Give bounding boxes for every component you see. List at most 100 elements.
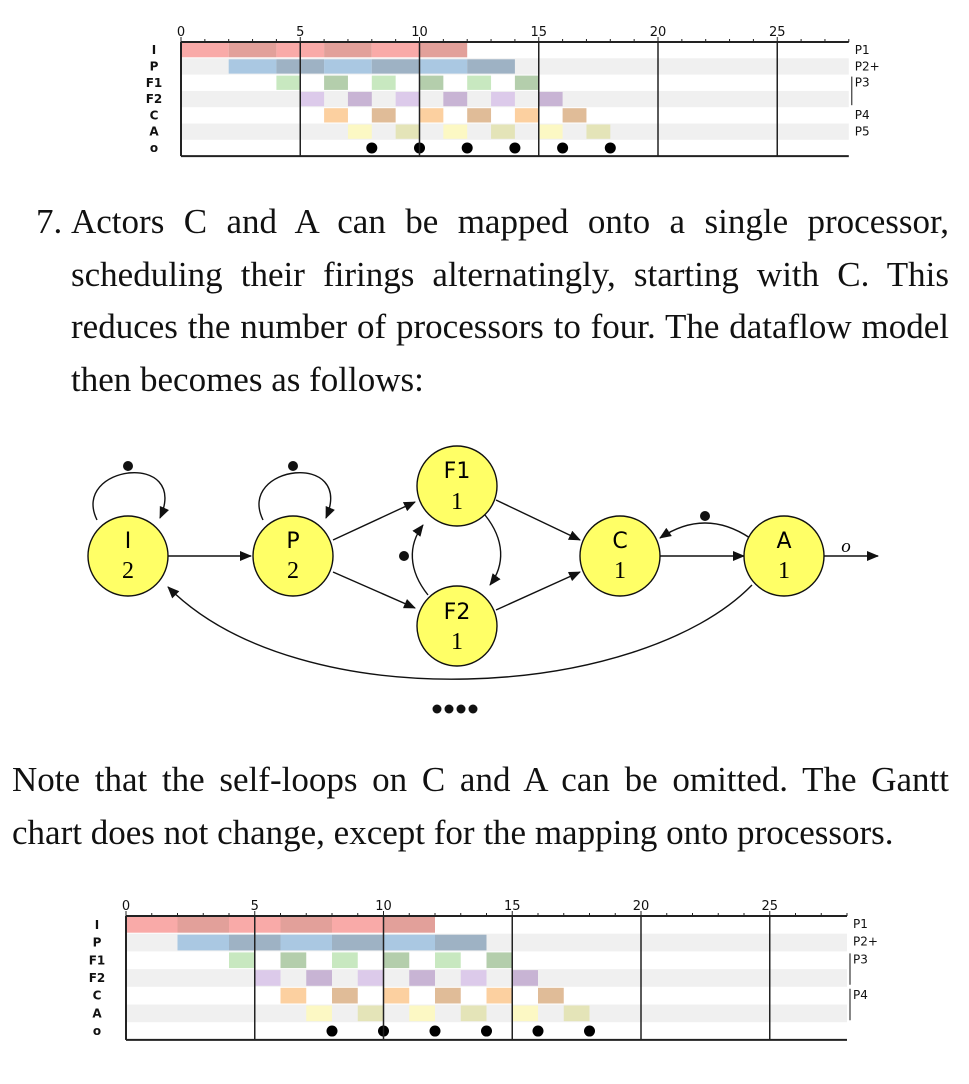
firing-bar-f2 xyxy=(443,91,468,107)
row-label-i: I xyxy=(152,43,156,57)
firing-bar-i xyxy=(332,917,384,933)
firing-bar-c xyxy=(383,987,410,1004)
token-A-I xyxy=(456,704,466,714)
step-number: 7. xyxy=(36,202,63,241)
edge-P-F2 xyxy=(332,571,416,609)
firing-bar-a xyxy=(586,124,611,139)
firing-bar-i xyxy=(324,43,372,58)
edge-F2-F1 xyxy=(411,524,429,596)
processor-label: P2+ xyxy=(853,935,878,949)
actor-node-C: C 1 xyxy=(579,515,661,597)
firing-bar-f1 xyxy=(280,952,307,969)
firing-bar-p xyxy=(371,59,420,74)
firing-bar-a xyxy=(409,1005,435,1022)
firing-bar-a xyxy=(347,124,372,139)
processor-label: P1 xyxy=(853,917,868,931)
axis-tick-label: 20 xyxy=(650,25,667,40)
row-label-p: P xyxy=(93,936,102,950)
firing-bar-i xyxy=(177,917,229,933)
firing-bar-a xyxy=(395,124,420,139)
firing-bar-i xyxy=(181,43,229,58)
output-label: o xyxy=(841,536,851,557)
firing-bar-i xyxy=(228,43,277,58)
step-7-line: scheduling their firings alternatingly, … xyxy=(71,254,949,294)
axis-tick-label: 0 xyxy=(122,899,130,914)
firing-bar-p xyxy=(177,934,229,951)
firing-bar-f2 xyxy=(357,970,384,986)
firing-bar-c xyxy=(371,108,396,123)
actor-name: A xyxy=(776,529,791,554)
actor-name: F2 xyxy=(444,600,471,625)
actor-exec-time: 1 xyxy=(451,629,463,655)
processor-label: P1 xyxy=(855,43,870,57)
firing-bar-f2 xyxy=(538,91,563,107)
processor-label: P3 xyxy=(853,952,868,966)
actor-exec-time: 2 xyxy=(122,558,134,584)
firing-bar-p xyxy=(383,934,435,951)
firing-bar-a xyxy=(491,124,515,139)
token-A-I xyxy=(468,704,478,714)
actor-name: I xyxy=(125,529,132,554)
token-I-self-loop xyxy=(123,461,133,471)
actor-node-F2: F2 1 xyxy=(416,585,498,667)
firing-bar-f1 xyxy=(276,75,301,90)
note-line: Note that the self-loops on C and A can … xyxy=(12,760,949,799)
actor-node-I: I 2 xyxy=(87,515,169,597)
firing-bar-c xyxy=(435,987,461,1004)
firing-bar-f1 xyxy=(514,75,539,90)
output-token-dot xyxy=(509,142,521,154)
firing-bar-f1 xyxy=(383,952,410,969)
firing-bar-a xyxy=(357,1005,384,1022)
step-7-line: then becomes as follows: xyxy=(71,359,424,399)
actor-exec-time: 1 xyxy=(778,558,790,584)
processor-label: P4 xyxy=(855,108,870,122)
processor-label: P3 xyxy=(855,76,870,90)
row-label-f2: F2 xyxy=(146,92,163,106)
edge-I-self-loop xyxy=(92,471,170,521)
firing-bar-i xyxy=(419,43,468,58)
actor-node-A: A 1 xyxy=(743,515,825,597)
edge-F1-F2 xyxy=(484,514,502,586)
processor-label: P4 xyxy=(853,988,868,1002)
output-token-dot xyxy=(461,142,473,154)
firing-bar-f2 xyxy=(409,970,435,986)
step-7-text: Actors C and A can be mapped onto a sing… xyxy=(71,196,949,406)
row-label-a: A xyxy=(92,1006,102,1020)
actor-name: C xyxy=(612,529,627,554)
firing-bar-a xyxy=(460,1005,487,1022)
firing-bar-a xyxy=(306,1005,332,1022)
firing-bar-f1 xyxy=(419,75,444,90)
firing-bar-f2 xyxy=(347,91,372,107)
firing-bar-p xyxy=(467,59,515,74)
edge-F1-C xyxy=(495,499,581,541)
output-token-dot xyxy=(481,1025,492,1037)
firing-bar-f2 xyxy=(512,970,538,986)
processor-label: P5 xyxy=(855,125,870,139)
firing-bar-f1 xyxy=(324,75,348,90)
token-A-C xyxy=(700,511,710,521)
edge-P-self-loop xyxy=(258,472,335,521)
firing-bar-f2 xyxy=(306,970,332,986)
output-token-dot xyxy=(532,1025,544,1037)
firing-bar-f1 xyxy=(467,75,492,90)
token-A-I xyxy=(444,704,454,714)
firing-bar-f1 xyxy=(332,952,358,969)
row-label-f2: F2 xyxy=(89,971,106,985)
edge-A-I xyxy=(167,584,753,680)
row-label-p: P xyxy=(150,59,159,73)
firing-bar-f1 xyxy=(486,952,513,969)
edge-A-C xyxy=(659,522,751,539)
firing-bar-c xyxy=(280,987,307,1004)
firing-bar-c xyxy=(486,987,513,1004)
actor-name: F1 xyxy=(444,459,471,484)
firing-bar-f1 xyxy=(229,952,255,969)
firing-bar-a xyxy=(563,1005,590,1022)
row-label-c: C xyxy=(150,108,159,122)
axis-tick-label: 0 xyxy=(177,25,185,40)
axis-tick-label: 5 xyxy=(251,899,259,914)
firing-bar-c xyxy=(514,108,539,123)
firing-bar-p xyxy=(280,934,332,951)
